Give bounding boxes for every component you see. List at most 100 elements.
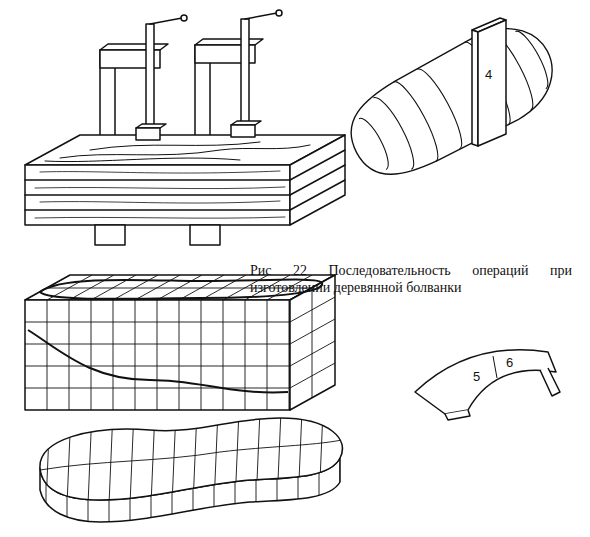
- shaped-blank-part-part: [298, 410, 302, 505]
- shaped-blank-part-part: [319, 455, 320, 525]
- glued-stack-part: [290, 150, 345, 210]
- carved-blank-part-part: [335, 10, 570, 194]
- shaped-blank-part: [40, 418, 343, 500]
- figure-caption: Рис 22 Последовательность операций при и…: [250, 262, 572, 296]
- glued-stack-part: [195, 39, 263, 45]
- template-plate-part: [445, 410, 470, 420]
- template-plate-part: [415, 350, 556, 414]
- marked-block-part-part: [25, 322, 290, 323]
- marked-block-part-part: [157, 300, 158, 410]
- glued-stack-part: [276, 10, 282, 16]
- marked-block-part-part: [312, 288, 313, 398]
- shaped-blank-part-part: [319, 410, 323, 505]
- marked-block-part-part: [91, 300, 92, 410]
- marked-block-part-part: [267, 300, 268, 410]
- shaped-blank-part-part: [67, 410, 71, 505]
- glued-stack-part: [136, 128, 160, 140]
- marked-block-part-part: [135, 300, 136, 410]
- marked-block-part-part: [25, 366, 290, 367]
- shaped-blank-part-part: [235, 455, 236, 525]
- marked-block-part-part: [290, 297, 335, 322]
- shaped-blank-part-part: [40, 440, 342, 470]
- marked-block-part-part: [201, 300, 202, 410]
- glued-stack-part: [25, 165, 290, 225]
- glued-stack-part: [290, 135, 345, 225]
- glued-stack-part: [190, 225, 220, 245]
- glued-stack-part: [245, 13, 277, 19]
- marked-block-part-part: [179, 300, 180, 410]
- marked-block-part-part: [223, 300, 224, 410]
- shaped-blank-part-part: [130, 455, 131, 525]
- shaped-blank-part-part: [256, 455, 257, 525]
- marked-block-part: [290, 275, 335, 410]
- marked-block-part-part: [69, 300, 70, 410]
- template-plate-part: [493, 356, 497, 378]
- marked-block-part: [28, 330, 288, 392]
- shaped-blank-part-part: [46, 410, 50, 505]
- shaped-blank-part-part: [193, 410, 197, 505]
- carved-blank-part: [478, 20, 506, 146]
- shaped-blank-part-part: [340, 410, 344, 505]
- shaped-blank-part-part: [88, 410, 92, 505]
- shaped-blank-part-part: [151, 410, 155, 505]
- glued-stack-part: [25, 180, 290, 210]
- glued-stack: [25, 10, 345, 245]
- glued-stack-part: [241, 19, 249, 125]
- callout-number: 5: [472, 370, 481, 384]
- glued-stack-part: [231, 125, 255, 137]
- shaped-blank-part-part: [277, 410, 281, 505]
- callout-number: 6: [505, 356, 514, 370]
- marked-block-part-part: [179, 275, 224, 300]
- shaped-blank-part-part: [130, 410, 134, 505]
- glued-stack-part: [95, 225, 125, 245]
- glued-stack-part: [150, 18, 182, 24]
- carved-blank-part: [335, 10, 570, 194]
- template-plate: [415, 350, 560, 420]
- glued-stack-part: [181, 15, 187, 21]
- shaped-blank-part-part: [340, 455, 341, 525]
- marked-block-part-part: [113, 300, 114, 410]
- glued-stack-part: [35, 171, 285, 218]
- callout-number: 4: [484, 68, 493, 82]
- marked-block-part-part: [157, 275, 202, 300]
- carved-blank-part: [472, 30, 478, 146]
- shaped-blank-part: [46, 455, 340, 525]
- shaped-blank-part-part: [193, 455, 194, 525]
- marked-block-part: [290, 288, 335, 398]
- marked-block-part-part: [25, 388, 290, 389]
- shaped-blank-part-part: [109, 410, 113, 505]
- carved-blank: [335, 10, 570, 194]
- marked-block-part-part: [201, 275, 246, 300]
- marked-block-part-part: [91, 275, 136, 300]
- marked-block-part-part: [289, 300, 290, 410]
- shaped-blank-part-part: [109, 455, 110, 525]
- shaped-blank-part-part: [214, 455, 215, 525]
- shaped-blank-part-part: [172, 455, 173, 525]
- shaped-blank-part-part: [298, 455, 299, 525]
- shaped-blank-part-part: [256, 410, 260, 505]
- marked-block-part-part: [69, 275, 114, 300]
- marked-block-part-part: [47, 300, 48, 410]
- shaped-blank-part-part: [46, 455, 47, 525]
- shaped-blank-part-part: [214, 410, 218, 505]
- template-plate-part: [540, 368, 560, 396]
- marked-block-part-part: [290, 363, 335, 388]
- marked-block-part-part: [290, 341, 335, 366]
- glued-stack-part: [146, 24, 154, 128]
- shaped-blank-part-part: [277, 455, 278, 525]
- shaped-blank-part-part: [151, 455, 152, 525]
- marked-block-part-part: [245, 300, 246, 410]
- marked-block: [25, 275, 378, 410]
- marked-block-part-part: [290, 319, 335, 344]
- glued-stack-part: [45, 142, 310, 162]
- carved-blank-part-part: [351, 15, 561, 186]
- shaped-blank-part-part: [67, 455, 68, 525]
- marked-block-part-part: [113, 275, 158, 300]
- shaped-blank-part-part: [88, 455, 89, 525]
- shaped-blank: [40, 410, 344, 525]
- marked-block-part: [25, 300, 290, 410]
- glued-stack-part: [100, 44, 168, 50]
- marked-block-part-part: [135, 275, 180, 300]
- marked-block-part-part: [25, 344, 290, 345]
